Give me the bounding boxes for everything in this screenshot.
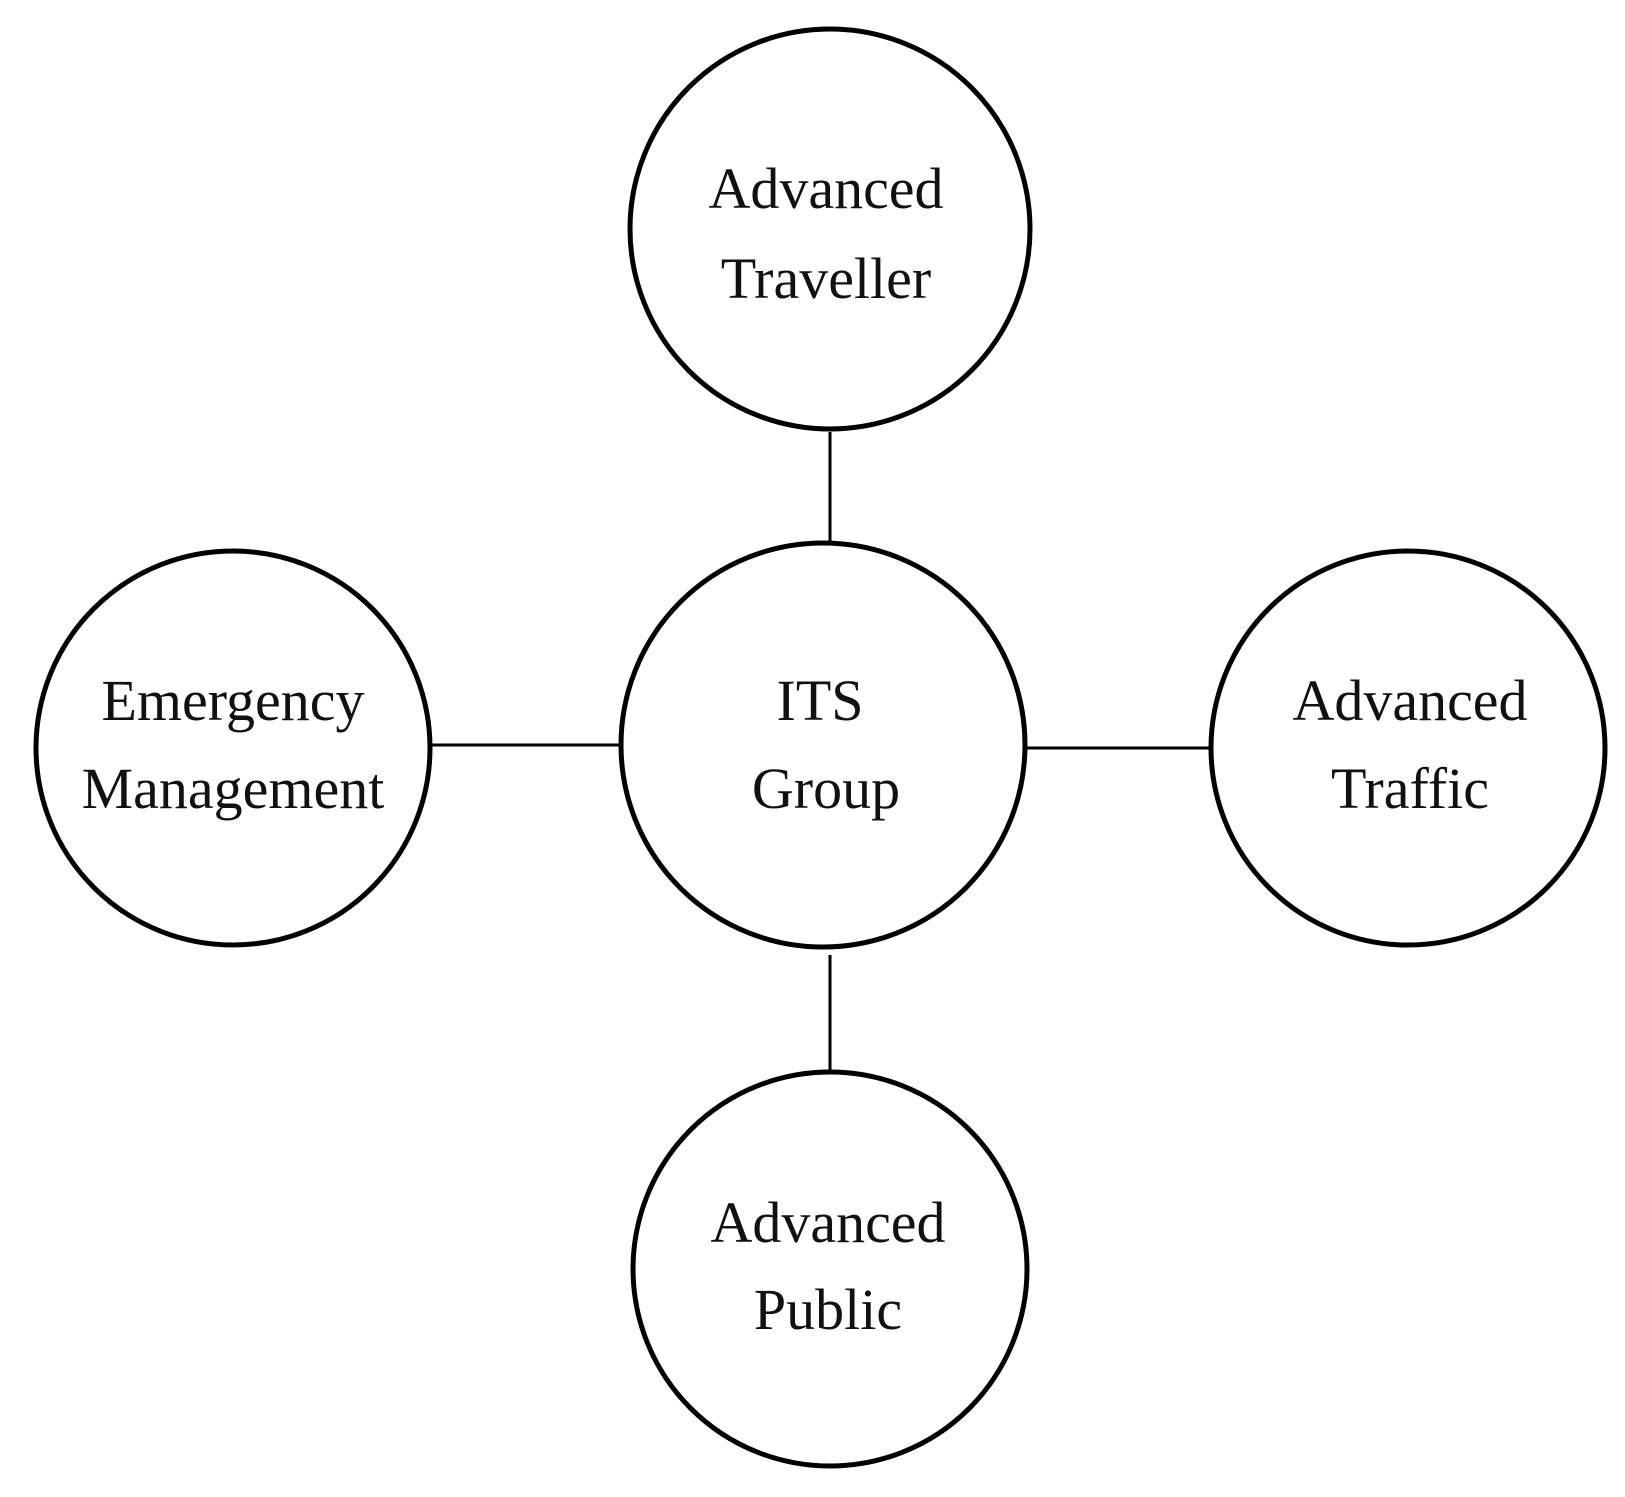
node-advanced-traveller-line-1: Advanced bbox=[708, 156, 943, 221]
node-advanced-traveller-line-2: Traveller bbox=[721, 246, 931, 311]
node-advanced-public-line-2: Public bbox=[754, 1277, 902, 1342]
node-its-group-line-2: Group bbox=[752, 756, 900, 821]
node-emergency-management-line-1: Emergency bbox=[101, 668, 364, 733]
node-advanced-traffic: Advanced Traffic bbox=[1208, 548, 1608, 948]
node-its-group-line-1: ITS bbox=[777, 668, 864, 733]
node-emergency-management-line-2: Management bbox=[82, 756, 385, 821]
node-advanced-traffic-line-2: Traffic bbox=[1331, 756, 1489, 821]
node-advanced-public-line-1: Advanced bbox=[710, 1190, 945, 1255]
node-advanced-public: Advanced Public bbox=[630, 1069, 1030, 1469]
node-its-group: ITS Group bbox=[618, 540, 1028, 950]
node-advanced-traveller: Advanced Traveller bbox=[627, 26, 1033, 432]
node-advanced-traffic-line-1: Advanced bbox=[1292, 668, 1527, 733]
node-emergency-management: Emergency Management bbox=[33, 548, 433, 948]
